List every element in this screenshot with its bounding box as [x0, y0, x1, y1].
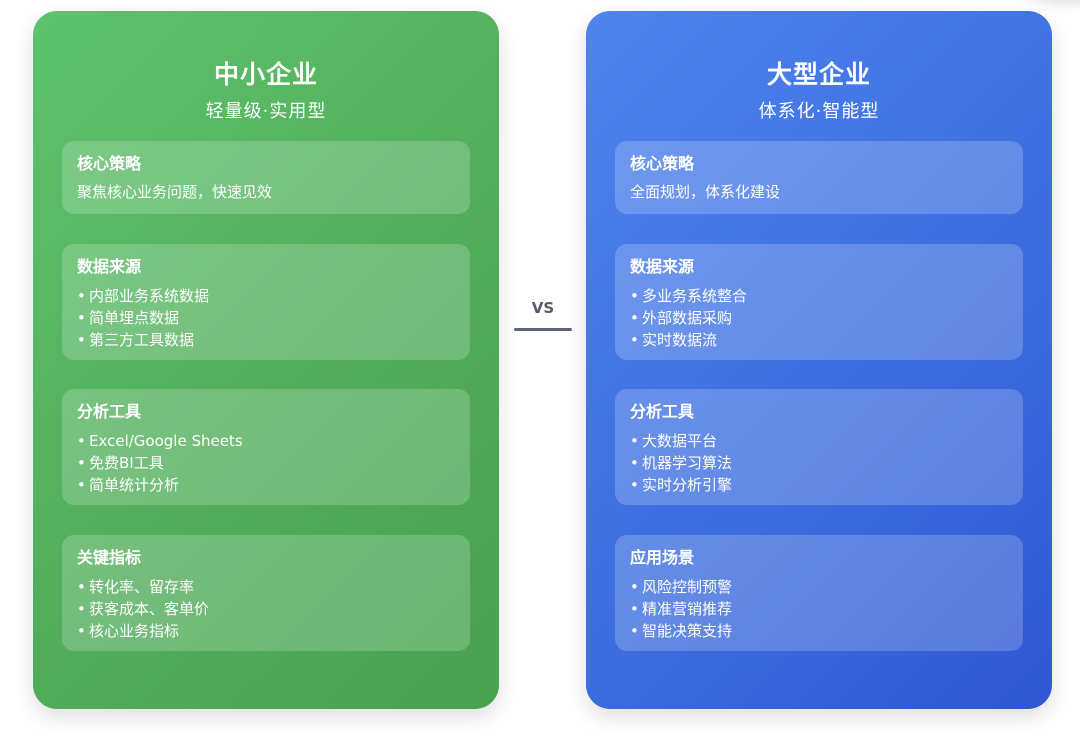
- list-item: Excel/Google Sheets: [77, 430, 455, 452]
- data-source-card: 数据来源 内部业务系统数据 简单埋点数据 第三方工具数据: [62, 244, 470, 360]
- card-title: 分析工具: [630, 402, 695, 421]
- list-item: 智能决策支持: [630, 620, 1008, 642]
- list-item: 转化率、留存率: [77, 576, 455, 598]
- card-list: 多业务系统整合 外部数据采购 实时数据流: [630, 285, 1008, 351]
- card-title: 数据来源: [630, 257, 695, 276]
- card-title: 核心策略: [77, 154, 142, 173]
- card-text: 全面规划，体系化建设: [630, 183, 781, 201]
- panel-subtitle: 体系化·智能型: [758, 101, 880, 122]
- list-item: 风险控制预警: [630, 576, 1008, 598]
- data-source-card: 数据来源 多业务系统整合 外部数据采购 实时数据流: [615, 244, 1023, 360]
- list-item: 核心业务指标: [77, 620, 455, 642]
- list-item: 内部业务系统数据: [77, 285, 455, 307]
- card-list: 内部业务系统数据 简单埋点数据 第三方工具数据: [77, 285, 455, 351]
- metrics-card: 关键指标 转化率、留存率 获客成本、客单价 核心业务指标: [62, 535, 470, 651]
- card-list: 转化率、留存率 获客成本、客单价 核心业务指标: [77, 576, 455, 642]
- list-item: 外部数据采购: [630, 307, 1008, 329]
- card-list: Excel/Google Sheets 免费BI工具 简单统计分析: [77, 430, 455, 496]
- card-list: 大数据平台 机器学习算法 实时分析引擎: [630, 430, 1008, 496]
- list-item: 大数据平台: [630, 430, 1008, 452]
- vs-label: VS: [531, 299, 555, 317]
- list-item: 第三方工具数据: [77, 329, 455, 351]
- list-item: 精准营销推荐: [630, 598, 1008, 620]
- list-item: 简单统计分析: [77, 474, 455, 496]
- strategy-card: 核心策略 全面规划，体系化建设: [615, 141, 1023, 214]
- list-item: 免费BI工具: [77, 452, 455, 474]
- list-item: 实时数据流: [630, 329, 1008, 351]
- list-item: 获客成本、客单价: [77, 598, 455, 620]
- tools-card: 分析工具 Excel/Google Sheets 免费BI工具 简单统计分析: [62, 389, 470, 505]
- strategy-card: 核心策略 聚焦核心业务问题，快速见效: [62, 141, 470, 214]
- list-item: 多业务系统整合: [630, 285, 1008, 307]
- card-title: 分析工具: [77, 402, 142, 421]
- list-item: 简单埋点数据: [77, 307, 455, 329]
- card-title: 应用场景: [630, 548, 695, 567]
- applications-card: 应用场景 风险控制预警 精准营销推荐 智能决策支持: [615, 535, 1023, 651]
- card-title: 核心策略: [630, 154, 695, 173]
- small-business-panel: 中小企业 轻量级·实用型 核心策略 聚焦核心业务问题，快速见效 数据来源 内部业…: [33, 11, 499, 709]
- tools-card: 分析工具 大数据平台 机器学习算法 实时分析引擎: [615, 389, 1023, 505]
- panel-subtitle: 轻量级·实用型: [205, 101, 327, 122]
- list-item: 机器学习算法: [630, 452, 1008, 474]
- list-item: 实时分析引擎: [630, 474, 1008, 496]
- large-enterprise-panel: 大型企业 体系化·智能型 核心策略 全面规划，体系化建设 数据来源 多业务系统整…: [586, 11, 1052, 709]
- card-list: 风险控制预警 精准营销推荐 智能决策支持: [630, 576, 1008, 642]
- card-text: 聚焦核心业务问题，快速见效: [77, 183, 273, 201]
- vs-underline: [514, 328, 572, 331]
- card-title: 数据来源: [77, 257, 142, 276]
- panel-title: 中小企业: [213, 60, 318, 89]
- panel-title: 大型企业: [766, 60, 871, 89]
- card-title: 关键指标: [77, 548, 142, 567]
